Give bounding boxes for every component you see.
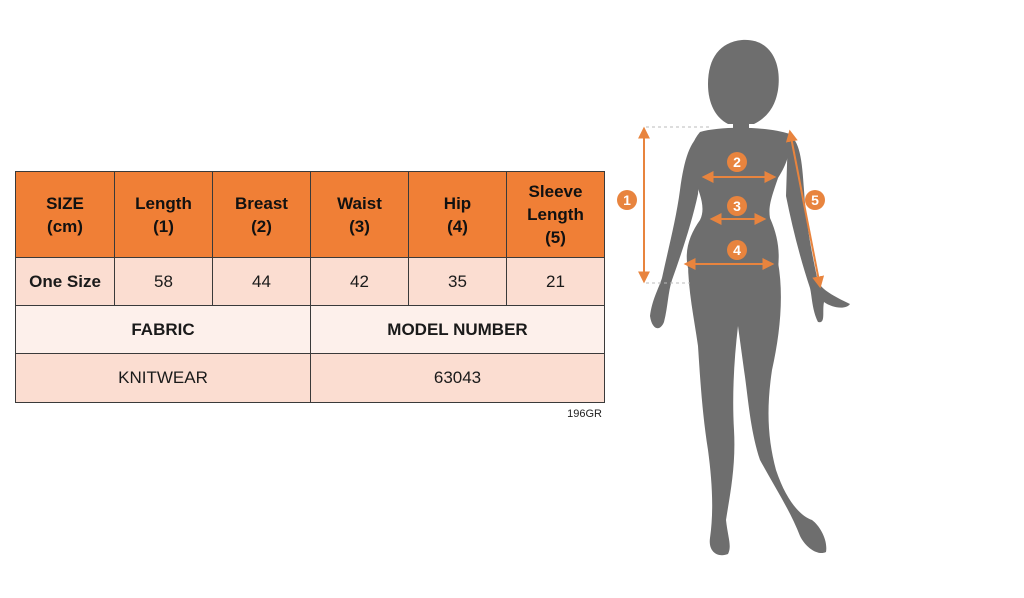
table-row: KNITWEAR 63043 (15, 353, 605, 403)
fabric-label-cell: FABRIC (15, 305, 311, 354)
header-length: Length (1) (114, 171, 213, 258)
breast-value-cell: 44 (212, 257, 311, 306)
marker-3-icon (727, 196, 747, 216)
legs-shape (688, 262, 827, 556)
table-row: FABRIC MODEL NUMBER (15, 305, 605, 354)
marker-1-label: 1 (623, 192, 631, 208)
table-header-row: SIZE (cm) Length (1) Breast (2) Waist (3… (15, 171, 605, 258)
body-measurement-figure: 1 2 3 4 5 (617, 39, 850, 556)
length-value-cell: 58 (114, 257, 213, 306)
size-chart-table: SIZE (cm) Length (1) Breast (2) Waist (3… (15, 171, 605, 403)
left-arm-shape (650, 134, 702, 329)
sleeve-arrow (785, 129, 825, 289)
size-label-cell: One Size (15, 257, 115, 306)
marker-4-label: 4 (733, 242, 741, 258)
hip-value-cell: 35 (408, 257, 507, 306)
header-size: SIZE (cm) (15, 171, 115, 258)
waist-value-cell: 42 (310, 257, 409, 306)
model-number-label-cell: MODEL NUMBER (310, 305, 605, 354)
table-row: One Size 58 44 42 35 21 (15, 257, 605, 306)
marker-5-icon (805, 190, 825, 210)
marker-1-icon (617, 190, 637, 210)
woman-silhouette (650, 39, 850, 556)
header-hip: Hip (4) (408, 171, 507, 258)
head-shape (708, 39, 779, 124)
header-breast: Breast (2) (212, 171, 311, 258)
fabric-value-cell: KNITWEAR (15, 353, 311, 403)
sleeve-value-cell: 21 (506, 257, 605, 306)
marker-2-label: 2 (733, 154, 741, 170)
marker-5-label: 5 (811, 192, 819, 208)
marker-2-icon (727, 152, 747, 172)
marker-3-label: 3 (733, 198, 741, 214)
header-sleeve-length: Sleeve Length (5) (506, 171, 605, 258)
product-code-note: 196GR (567, 408, 602, 420)
marker-4-icon (727, 240, 747, 260)
header-waist: Waist (3) (310, 171, 409, 258)
model-number-value-cell: 63043 (310, 353, 605, 403)
